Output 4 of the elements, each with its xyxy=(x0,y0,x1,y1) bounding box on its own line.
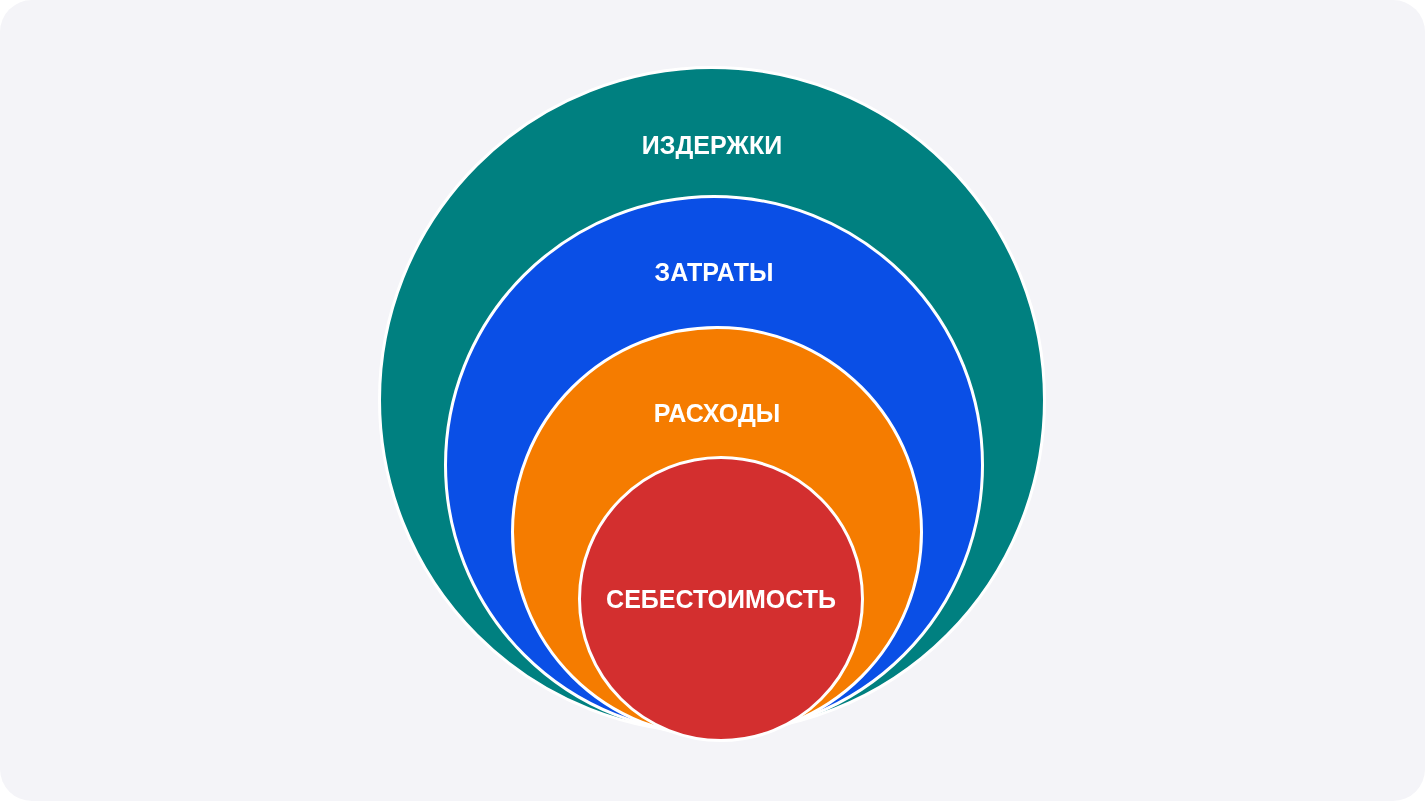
circle-label: СЕБЕСТОИМОСТЬ xyxy=(606,584,836,614)
circle-label: РАСХОДЫ xyxy=(653,398,781,428)
circle-label: ИЗДЕРЖКИ xyxy=(641,130,783,160)
circle-label: ЗАТРАТЫ xyxy=(654,257,774,287)
